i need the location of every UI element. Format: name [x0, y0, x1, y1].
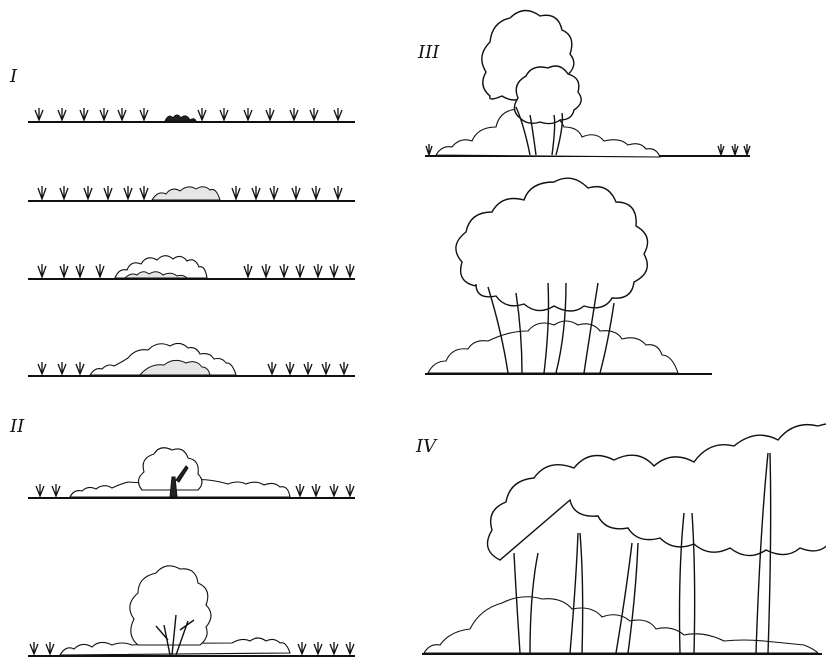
- stage-4-forest: [422, 424, 826, 654]
- shrub-understory: [428, 321, 678, 373]
- forest-canopy: [488, 424, 826, 560]
- seedling-patch: [165, 115, 196, 121]
- stage-1-row-3: [28, 256, 355, 279]
- stage-2-row-1: [28, 448, 355, 498]
- stage-label-2: II: [9, 416, 25, 437]
- shrub-crown: [138, 448, 202, 490]
- stage-label-4: IV: [415, 436, 438, 457]
- tree-canopy: [456, 178, 648, 311]
- stage-1-row-1: [28, 108, 355, 122]
- stage-3-row-2: [425, 178, 712, 374]
- stage-1-row-4: [28, 343, 355, 376]
- stage-1-row-2: [28, 186, 355, 201]
- stage-label-3: III: [417, 42, 440, 63]
- stage-2-row-2: [28, 566, 355, 656]
- large-shrub-crown: [130, 566, 211, 645]
- shrub-patch: [152, 187, 220, 200]
- stage-3-row-1: [425, 10, 750, 157]
- stage-label-1: I: [9, 66, 18, 87]
